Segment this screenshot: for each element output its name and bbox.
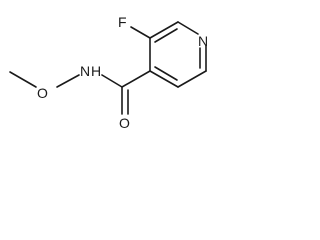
amide-nitrogen-label: N <box>80 63 90 79</box>
pyridine-ring <box>149 21 207 88</box>
bond-c3-f <box>130 26 151 39</box>
bond-c4-carbonyl <box>121 70 151 88</box>
chemical-structure-diagram: F N N H O O <box>9 14 208 131</box>
bond-c5-c4-inner <box>154 66 178 81</box>
ring-nitrogen-label: N <box>198 33 208 49</box>
bond-c6-c5 <box>177 70 207 88</box>
amide-hydrogen-label: H <box>91 63 101 79</box>
fluorine-label: F <box>118 14 127 30</box>
methoxy-oxygen-label: O <box>37 85 48 101</box>
bond-carbonyl-n <box>101 74 123 88</box>
bond-c2-n1 <box>177 21 199 35</box>
structure-canvas: F N N H O O <box>0 0 227 137</box>
bond-c5-c4 <box>149 70 179 88</box>
bond-o-methyl <box>9 71 37 88</box>
bond-n-o <box>56 74 80 88</box>
bond-c3-c2 <box>149 21 179 39</box>
carbonyl-oxygen-label: O <box>119 115 130 131</box>
bond-c3-c2-inner <box>154 28 178 43</box>
